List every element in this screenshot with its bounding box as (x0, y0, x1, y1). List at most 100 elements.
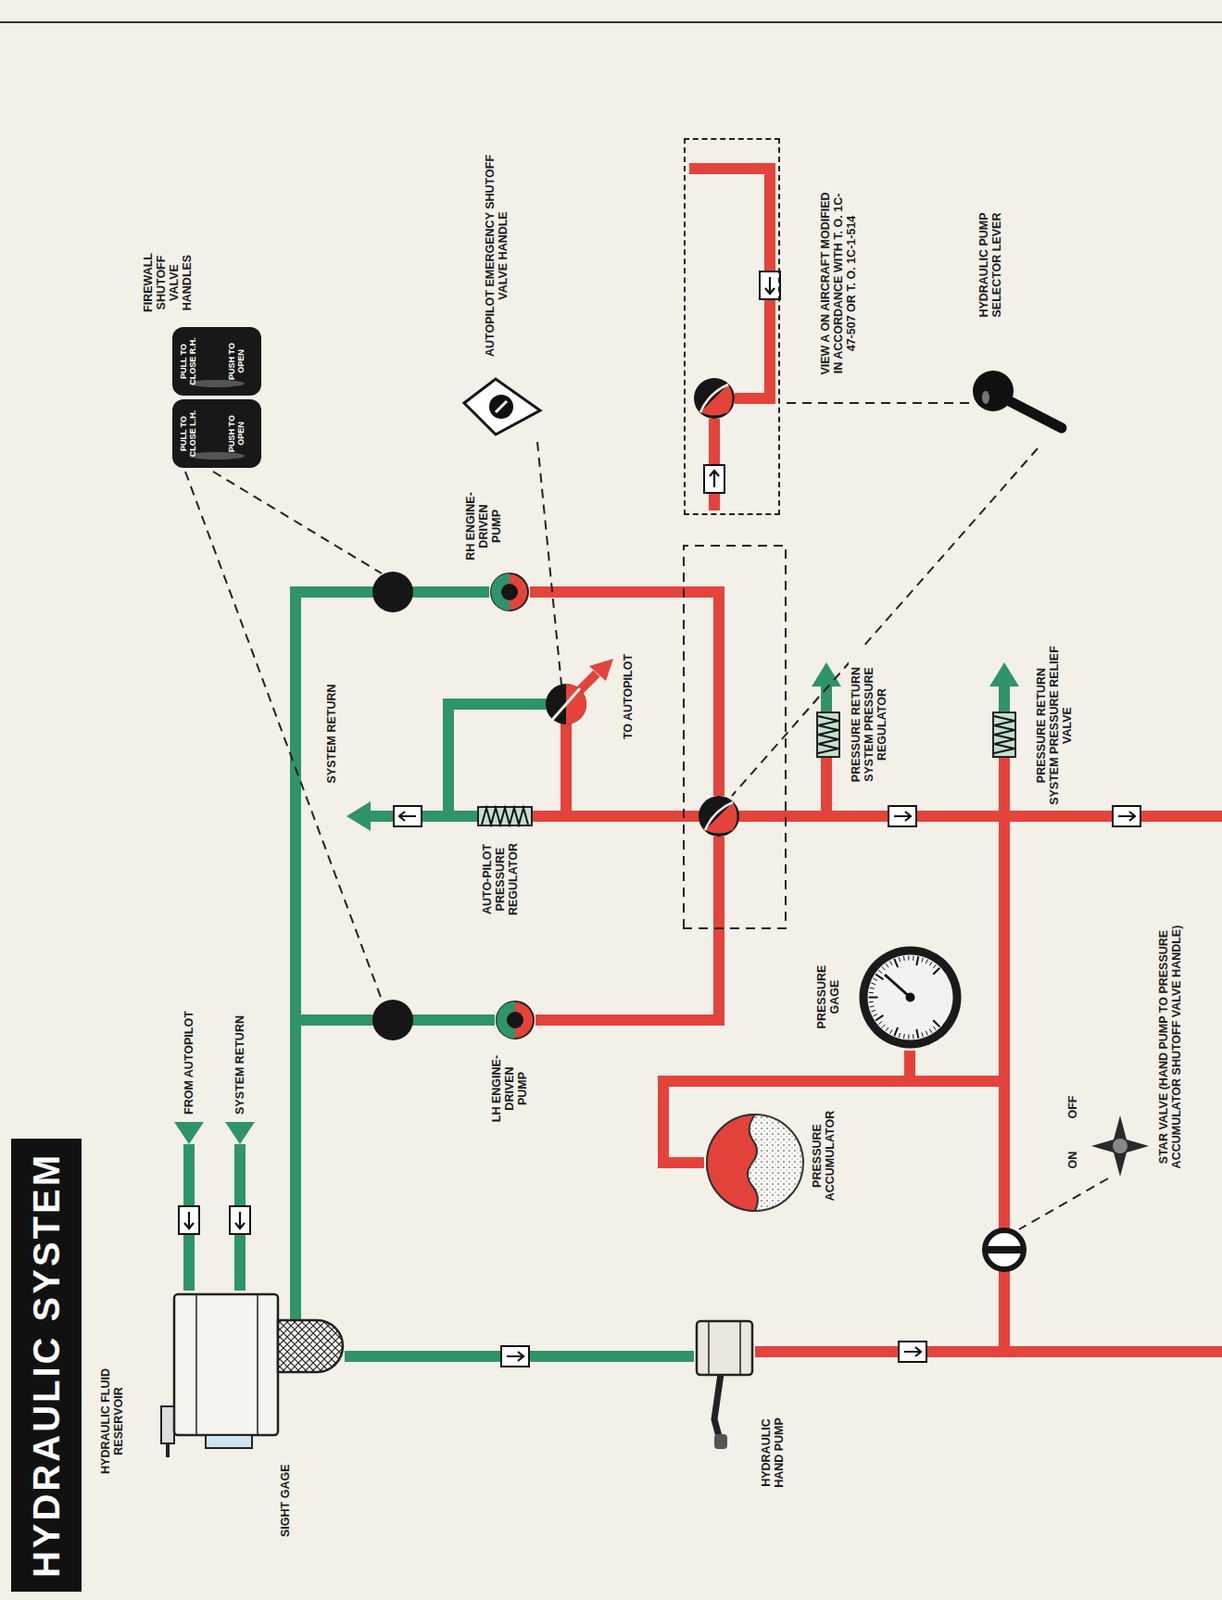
selector-valve (705, 802, 738, 834)
symbol (894, 958, 898, 968)
symbol (903, 956, 906, 961)
flow-arrow-box (506, 1351, 524, 1361)
selector-lever: HYDRAULIC PUMP SELECTOR LEVER (969, 366, 1071, 449)
flow-arrow-box (898, 1341, 927, 1362)
symbol (714, 1434, 728, 1449)
symbol (921, 957, 924, 963)
symbol (856, 944, 964, 1051)
flow-arrow-box (178, 271, 1141, 1367)
autopilot-valve (545, 683, 587, 725)
component-label: PRESSURE GAGE (814, 950, 843, 1044)
line-label: FROM AUTOPILOT (181, 995, 197, 1117)
symbol (881, 966, 885, 971)
flow-arrow-box (501, 1346, 530, 1367)
selector-valve (700, 384, 729, 413)
selector-valve (698, 795, 740, 837)
symbol (872, 978, 877, 981)
leader-line (185, 471, 382, 1000)
symbol (869, 987, 875, 989)
symbol (869, 996, 879, 999)
symbol (869, 992, 874, 995)
symbol (869, 1006, 875, 1008)
symbol (884, 974, 911, 998)
return-pipe (295, 592, 490, 1291)
symbol (932, 968, 940, 975)
flow-arrow-box (709, 470, 719, 488)
symbol (972, 370, 1014, 412)
pressure-line (904, 1050, 916, 1082)
symbol (929, 1029, 933, 1034)
symbol (168, 1290, 345, 1449)
view-box: VIEW A ON AIRCRAFT MODIFIED IN ACCORDANC… (683, 138, 781, 516)
symbol (878, 1020, 882, 1024)
flow-arrowhead (811, 662, 842, 687)
symbol (714, 1367, 722, 1440)
symbol (188, 379, 245, 388)
symbol (172, 327, 262, 396)
return-pipe (344, 1350, 694, 1362)
pressure-line (689, 168, 770, 399)
component-label: PRESSURE RETURN SYSTEM PRESSURE REGULATO… (848, 645, 890, 804)
knob-inscription: PULL TO CLOSE R.H. (179, 330, 199, 392)
symbol (815, 712, 842, 757)
symbol (916, 1029, 919, 1039)
component-label: AUTO-PILOT PRESSURE REGULATOR (479, 834, 521, 924)
symbol (495, 401, 507, 413)
symbol (506, 1011, 524, 1029)
symbol (478, 805, 532, 828)
component-label: FIREWALL SHUTOFF VALVE HANDLES (140, 243, 196, 322)
symbol (898, 1033, 900, 1038)
flow-arrow-box (229, 1206, 251, 1235)
flow-arrowhead (989, 662, 1020, 687)
flow-arrow-box (1112, 806, 1141, 827)
flow-arrow-box (1118, 811, 1135, 821)
title-text: HYDRAULIC SYSTEM (25, 1152, 68, 1578)
symbol (929, 961, 933, 966)
symbol (704, 1111, 807, 1214)
symbol (890, 1029, 893, 1034)
flow-arrow-box (184, 1211, 194, 1229)
selector-valve (700, 384, 733, 416)
flow-arrow-box (894, 811, 911, 821)
flow-arrowhead (346, 801, 371, 832)
symbol (903, 1033, 906, 1039)
symbol (932, 1026, 936, 1031)
symbol (868, 955, 954, 1041)
shutoff-valve (372, 571, 414, 613)
symbol (494, 999, 536, 1041)
accumulator: PRESSURE ACCUMULATOR (704, 1111, 807, 1214)
pressure-line (529, 168, 1222, 1352)
symbol (890, 960, 893, 965)
page-rule (0, 21, 1222, 24)
symbol (932, 964, 936, 969)
symbol (994, 716, 1015, 754)
pressure-regulator: PRESSURE RETURN SYSTEM PRESSURE REGULATO… (815, 712, 842, 757)
leader-line (683, 545, 786, 929)
leader-line (537, 441, 562, 685)
symbol (817, 712, 840, 757)
symbol (916, 956, 919, 966)
engine-pump: LH ENGINE-DRIVEN PUMP (494, 999, 536, 1041)
knob-inscription: PUSH TO OPEN (227, 403, 247, 465)
flow-arrow-box (235, 1211, 245, 1229)
symbol (491, 573, 529, 611)
symbol (196, 1294, 258, 1436)
symbol (464, 378, 541, 435)
symbol (708, 1321, 741, 1375)
symbol (982, 390, 990, 404)
flow-arrow-box (399, 811, 416, 821)
pressure-line (560, 723, 572, 817)
symbol (906, 993, 916, 1003)
selector-valve (693, 377, 735, 419)
symbol (188, 452, 245, 460)
return-pipe (295, 1020, 495, 1291)
line-label: SYSTEM RETURN (232, 995, 248, 1117)
symbol (925, 959, 928, 965)
symbol (898, 957, 900, 962)
pressure-line (529, 592, 719, 796)
hand-pump: HYDRAULIC HAND PUMP (693, 1315, 756, 1383)
valve-handle: STAR VALVE (HAND PUMP TO PRESSURE ACCUMU… (1089, 1113, 1151, 1179)
symbol (872, 1014, 877, 1017)
symbol (706, 1114, 758, 1211)
